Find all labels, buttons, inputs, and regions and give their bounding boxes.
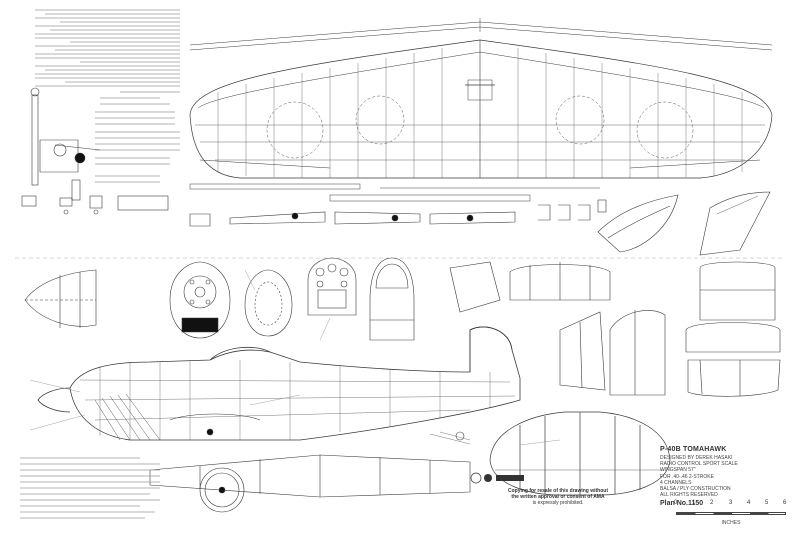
plan-number: Plan No.1150 (660, 500, 704, 508)
cowl-side-view (24, 269, 97, 328)
scale-tick-label: 2 (710, 500, 714, 506)
spar-strips (189, 183, 600, 202)
plan-title: P-40B TOMAHAWK (660, 446, 727, 453)
scale-tick-label: 5 (765, 500, 769, 506)
scale-tick-label: 3 (729, 500, 733, 506)
landing-gear-detail (30, 87, 101, 201)
nose-hatch (94, 393, 161, 441)
stabilizer-side (685, 322, 781, 397)
plan-spec-line: 4 CHANNELS (660, 479, 692, 486)
scale-unit-label: INCHES (721, 520, 741, 526)
wing-fillet-parts (538, 191, 771, 256)
plan-spec-line: BALSA / PLY CONSTRUCTION (660, 486, 731, 493)
tail-wheel-area (429, 431, 471, 445)
tail-parts-upper (449, 261, 776, 396)
copyright-line: Copying for resale of this drawing witho… (507, 488, 608, 494)
construction-notes-top (35, 9, 180, 183)
plan-spec-line: WINGSPAN 57" (660, 467, 696, 474)
plan-spec-line: RADIO CONTROL SPORT SCALE (660, 461, 738, 468)
wing-dihedral-strip (189, 18, 773, 51)
fuselage-longerons (79, 379, 516, 421)
scale-bar-graphic (676, 512, 786, 515)
canopy-front-view (369, 257, 415, 341)
hardware-parts-row (21, 195, 516, 227)
wing-plan-view (189, 39, 773, 179)
wheel-side-view (199, 467, 245, 513)
construction-notes-bottom (20, 457, 160, 519)
instrument-panel (307, 257, 357, 316)
plan-spec-line: ALL RIGHTS RESERVED (660, 492, 718, 499)
scale-tick-label: 0 (674, 500, 678, 506)
plan-spec-line: DESIGNED BY DEREK HASAKI (660, 455, 733, 461)
bulkhead-f2 (169, 261, 231, 339)
wheel-well-outlines (266, 95, 694, 159)
fuselage-side-view (37, 326, 521, 441)
wing-saddle (169, 413, 465, 441)
ama-logo (470, 472, 524, 484)
aileron-lines (199, 159, 761, 169)
fuselage-bottom-view (149, 454, 471, 498)
wing-ribs (217, 48, 743, 178)
scale-tick-label: 4 (747, 500, 751, 506)
scale-tick-label: 1 (692, 500, 696, 506)
fuselage-formers (99, 360, 491, 440)
callout-leaders (29, 269, 561, 446)
bulkhead-f3 (244, 269, 293, 337)
copyright-line: the written approval or consent of AMA (511, 494, 605, 500)
scale-bar: 0 1 2 3 4 5 6 INCHES (672, 498, 790, 528)
copyright-notice: Copying for resale of this drawing witho… (478, 488, 638, 506)
scale-tick-label: 6 (783, 500, 787, 506)
plan-spec-line: FOR .40-.46 2-STROKE (660, 473, 714, 480)
title-block: P-40B TOMAHAWK DESIGNED BY DEREK HASAKI … (660, 446, 796, 507)
copyright-line: is expressly prohibited. (532, 500, 584, 506)
